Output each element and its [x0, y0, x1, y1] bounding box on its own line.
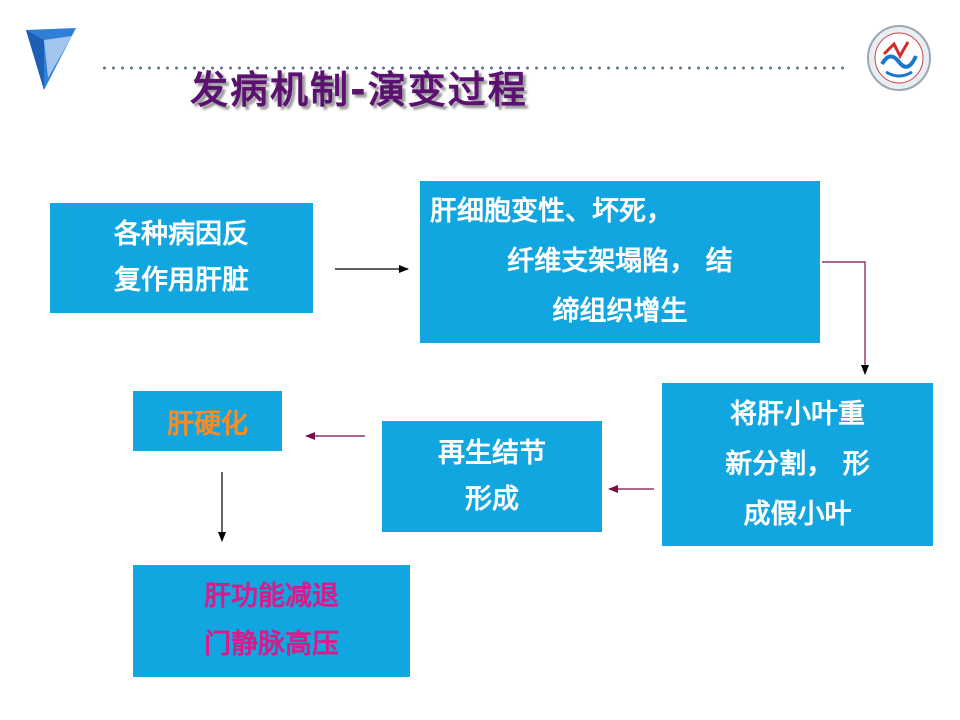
degeneration-line-2: 纤维支架塌陷， 结 [507, 246, 733, 277]
regeneration-line-2: 形成 [465, 483, 519, 515]
lobule-line-3: 成假小叶 [743, 498, 852, 530]
consequence-line-2: 门静脉高压 [204, 629, 339, 660]
causes-line-2: 复作用肝脏 [114, 265, 249, 296]
consequence-line-1: 肝功能减退 [204, 581, 339, 612]
regeneration-line-1: 再生结节 [438, 437, 546, 469]
degeneration-line-3: 缔组织增生 [552, 296, 688, 327]
slide-title: 发病机制-演变过程 [190, 68, 528, 112]
box-cirrhosis: 肝硬化 [133, 391, 282, 451]
box-regenerative-nodules: 再生结节 形成 [382, 421, 602, 532]
dotted-divider [100, 66, 845, 70]
degeneration-line-1: 肝细胞变性、坏死， [430, 196, 673, 227]
lobule-line-2: 新分割， 形 [725, 448, 870, 480]
box-consequences: 肝功能减退 门静脉高压 [133, 565, 410, 677]
corner-triangle-icon [26, 28, 76, 90]
cirrhosis-label: 肝硬化 [167, 408, 248, 440]
causes-line-1: 各种病因反 [114, 219, 249, 250]
arrow-degeneration-to-pseudolobule [822, 261, 869, 375]
school-emblem-logo [867, 25, 931, 91]
box-pseudolobule-formation: 将肝小叶重 新分割， 形 成假小叶 [662, 383, 933, 546]
box-pathogenic-causes: 各种病因反 复作用肝脏 [50, 203, 313, 313]
lobule-line-1: 将肝小叶重 [730, 398, 865, 430]
box-hepatocyte-degeneration: 肝细胞变性、坏死， 纤维支架塌陷， 结 缔组织增生 [420, 181, 820, 343]
